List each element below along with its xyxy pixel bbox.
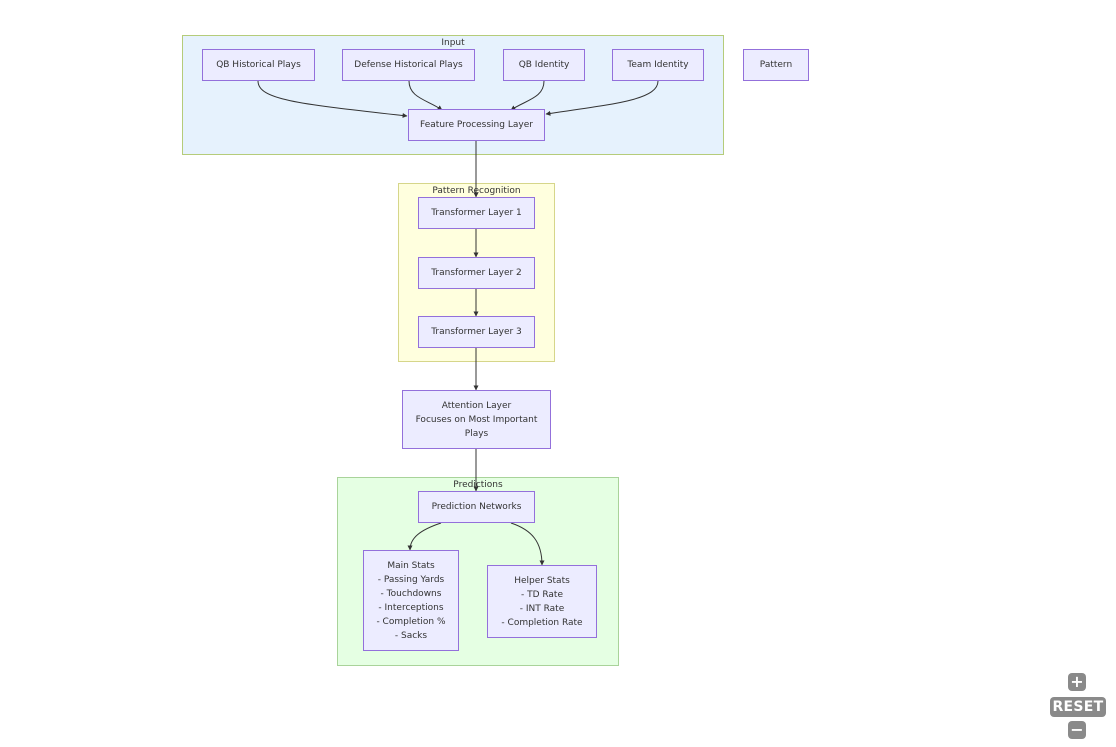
node-transformer-layer-1-label: Transformer Layer 1 xyxy=(431,208,522,218)
node-attention-line-3: Plays xyxy=(464,428,489,439)
node-transformer-layer-2-label: Transformer Layer 2 xyxy=(431,268,522,278)
node-pattern[interactable]: Pattern xyxy=(743,49,809,81)
node-pattern-label: Pattern xyxy=(759,60,793,70)
node-transformer-layer-1[interactable]: Transformer Layer 1 xyxy=(418,197,535,229)
node-prediction-networks-label: Prediction Networks xyxy=(431,502,522,512)
node-main-stats-line-6: - Sacks xyxy=(394,630,428,641)
node-main-stats-line-1: Main Stats xyxy=(387,560,435,571)
node-main-stats-line-4: - Interceptions xyxy=(378,602,444,613)
node-prediction-networks[interactable]: Prediction Networks xyxy=(418,491,535,523)
node-main-stats-line-3: - Touchdowns xyxy=(380,588,442,599)
zoom-in-button[interactable]: + xyxy=(1068,673,1086,691)
plus-icon: + xyxy=(1070,672,1084,691)
node-qb-historical-plays-label: QB Historical Plays xyxy=(216,60,301,70)
node-team-identity-label: Team Identity xyxy=(627,60,689,70)
node-helper-stats-line-1: Helper Stats xyxy=(514,575,570,586)
node-main-stats[interactable]: Main Stats - Passing Yards - Touchdowns … xyxy=(363,550,459,651)
node-helper-stats-line-3: - INT Rate xyxy=(519,603,565,614)
node-transformer-layer-3[interactable]: Transformer Layer 3 xyxy=(418,316,535,348)
node-attention-layer[interactable]: Attention Layer Focuses on Most Importan… xyxy=(402,390,551,449)
node-transformer-layer-2[interactable]: Transformer Layer 2 xyxy=(418,257,535,289)
cluster-pattern-recognition-title: Pattern Recognition xyxy=(432,186,521,196)
node-qb-historical-plays[interactable]: QB Historical Plays xyxy=(202,49,315,81)
node-defense-historical-plays-label: Defense Historical Plays xyxy=(354,60,463,70)
node-qb-identity-label: QB Identity xyxy=(518,60,570,70)
node-helper-stats-line-2: - TD Rate xyxy=(520,589,564,600)
cluster-predictions-title: Predictions xyxy=(453,480,503,490)
minus-icon: − xyxy=(1070,720,1084,739)
node-team-identity[interactable]: Team Identity xyxy=(612,49,704,81)
node-attention-line-1: Attention Layer xyxy=(441,400,512,411)
node-qb-identity[interactable]: QB Identity xyxy=(503,49,585,81)
reset-button[interactable]: RESET xyxy=(1050,697,1106,717)
node-feature-processing-layer-label: Feature Processing Layer xyxy=(420,120,533,130)
node-transformer-layer-3-label: Transformer Layer 3 xyxy=(431,327,522,337)
cluster-input-title: Input xyxy=(441,38,465,48)
node-feature-processing-layer[interactable]: Feature Processing Layer xyxy=(408,109,545,141)
node-main-stats-line-2: - Passing Yards xyxy=(377,574,445,585)
node-helper-stats[interactable]: Helper Stats - TD Rate - INT Rate - Comp… xyxy=(487,565,597,638)
node-attention-line-2: Focuses on Most Important xyxy=(415,414,538,425)
reset-label: RESET xyxy=(1052,699,1104,715)
zoom-out-button[interactable]: − xyxy=(1068,721,1086,739)
node-main-stats-line-5: - Completion % xyxy=(376,616,446,627)
node-helper-stats-line-4: - Completion Rate xyxy=(501,617,583,628)
node-defense-historical-plays[interactable]: Defense Historical Plays xyxy=(342,49,475,81)
